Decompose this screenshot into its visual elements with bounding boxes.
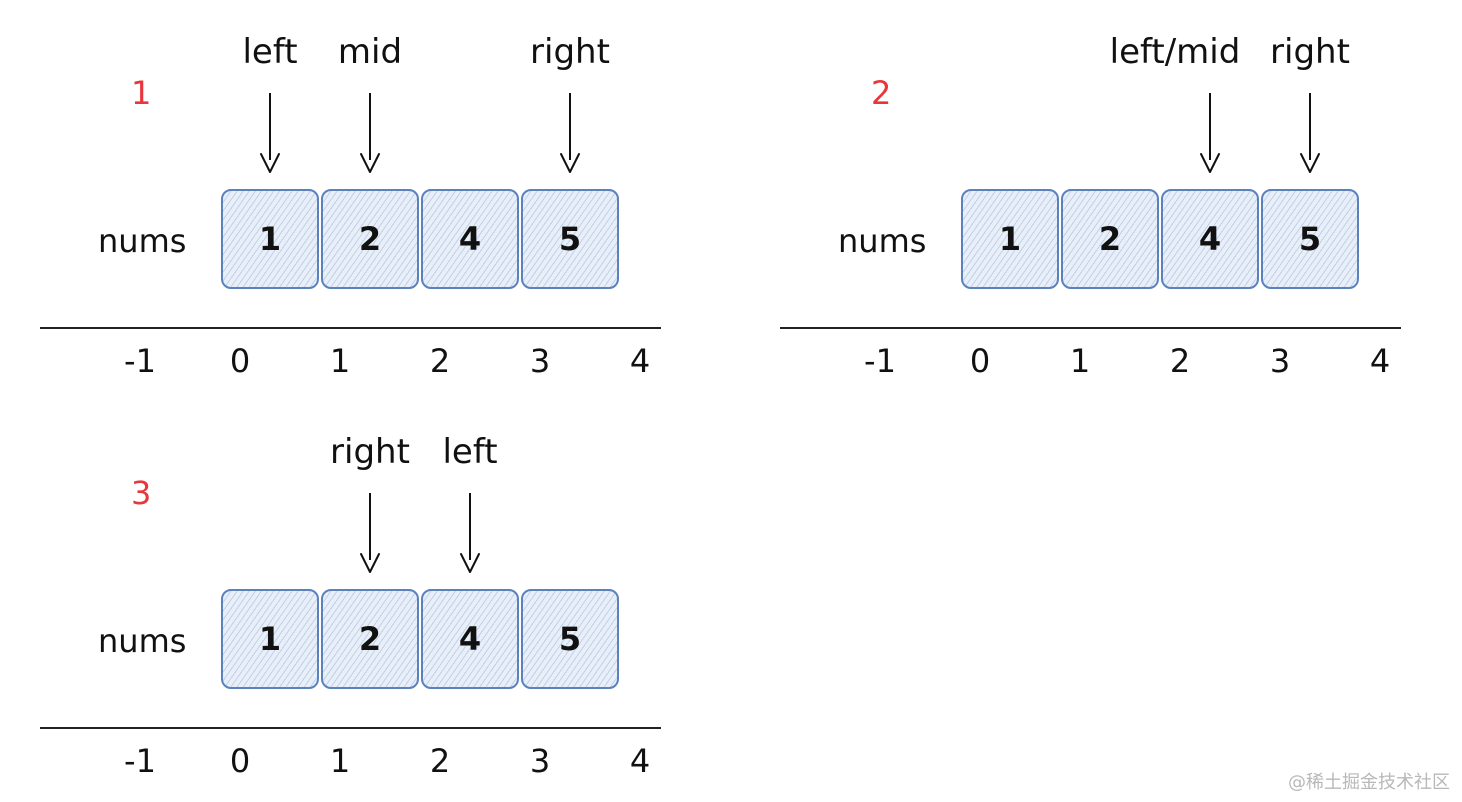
- pointer-label: right: [1270, 32, 1350, 72]
- tick-label: 1: [329, 342, 351, 380]
- cell-value: 2: [358, 220, 382, 258]
- array-cell: 4: [421, 589, 519, 689]
- cell-value: 4: [458, 220, 482, 258]
- tick-label: 3: [529, 342, 551, 380]
- array-cell: 2: [321, 189, 419, 289]
- cell-value: 4: [458, 620, 482, 658]
- tick-label: 3: [529, 742, 551, 780]
- tick-label: -1: [124, 342, 156, 380]
- array-label: nums: [98, 222, 187, 260]
- tick-label: 4: [629, 742, 651, 780]
- pointer-label: right: [330, 432, 410, 472]
- cell-value: 1: [258, 220, 282, 258]
- array-label: nums: [98, 622, 187, 660]
- tick-label: 1: [329, 742, 351, 780]
- watermark: @稀土掘金技术社区: [1288, 772, 1450, 793]
- pointer-arrow-head: [1200, 153, 1220, 173]
- tick-label: 0: [969, 342, 991, 380]
- tick-label: -1: [864, 342, 896, 380]
- pointer-arrow-head: [1300, 153, 1320, 173]
- array-label: nums: [838, 222, 927, 260]
- panel-number: 3: [131, 474, 152, 512]
- array-cell: 5: [1261, 189, 1359, 289]
- pointer-arrow-head: [460, 553, 480, 573]
- array-cell: 2: [321, 589, 419, 689]
- tick-label: 4: [629, 342, 651, 380]
- cell-value: 5: [1298, 220, 1322, 258]
- cell-value: 2: [358, 620, 382, 658]
- pointer-arrow-head: [560, 153, 580, 173]
- tick-label: 2: [429, 742, 451, 780]
- tick-label: -1: [124, 742, 156, 780]
- pointer-label: left/mid: [1109, 32, 1241, 72]
- pointer-label: right: [530, 32, 610, 72]
- array-cell: 5: [521, 189, 619, 289]
- tick-label: 2: [1169, 342, 1191, 380]
- cell-value: 5: [558, 620, 582, 658]
- pointer-label: mid: [337, 32, 403, 72]
- tick-label: 0: [229, 342, 251, 380]
- tick-label: 3: [1269, 342, 1291, 380]
- tick-label: 1: [1069, 342, 1091, 380]
- array-cell: 1: [221, 189, 319, 289]
- tick-label: 0: [229, 742, 251, 780]
- pointer-arrow-head: [360, 153, 380, 173]
- cell-value: 1: [998, 220, 1022, 258]
- array-cell: 4: [1161, 189, 1259, 289]
- array-cell: 4: [421, 189, 519, 289]
- panel-number: 1: [131, 74, 152, 112]
- cell-value: 4: [1198, 220, 1222, 258]
- cell-value: 2: [1098, 220, 1122, 258]
- pointer-arrow-head: [260, 153, 280, 173]
- cell-value: 1: [258, 620, 282, 658]
- cell-value: 5: [558, 220, 582, 258]
- tick-label: 4: [1369, 342, 1391, 380]
- array-cell: 1: [961, 189, 1059, 289]
- pointer-label: left: [242, 32, 298, 72]
- tick-label: 2: [429, 342, 451, 380]
- array-cell: 5: [521, 589, 619, 689]
- pointer-label: left: [442, 432, 498, 472]
- array-cell: 2: [1061, 189, 1159, 289]
- panel-number: 2: [871, 74, 892, 112]
- pointer-arrow-head: [360, 553, 380, 573]
- array-cell: 1: [221, 589, 319, 689]
